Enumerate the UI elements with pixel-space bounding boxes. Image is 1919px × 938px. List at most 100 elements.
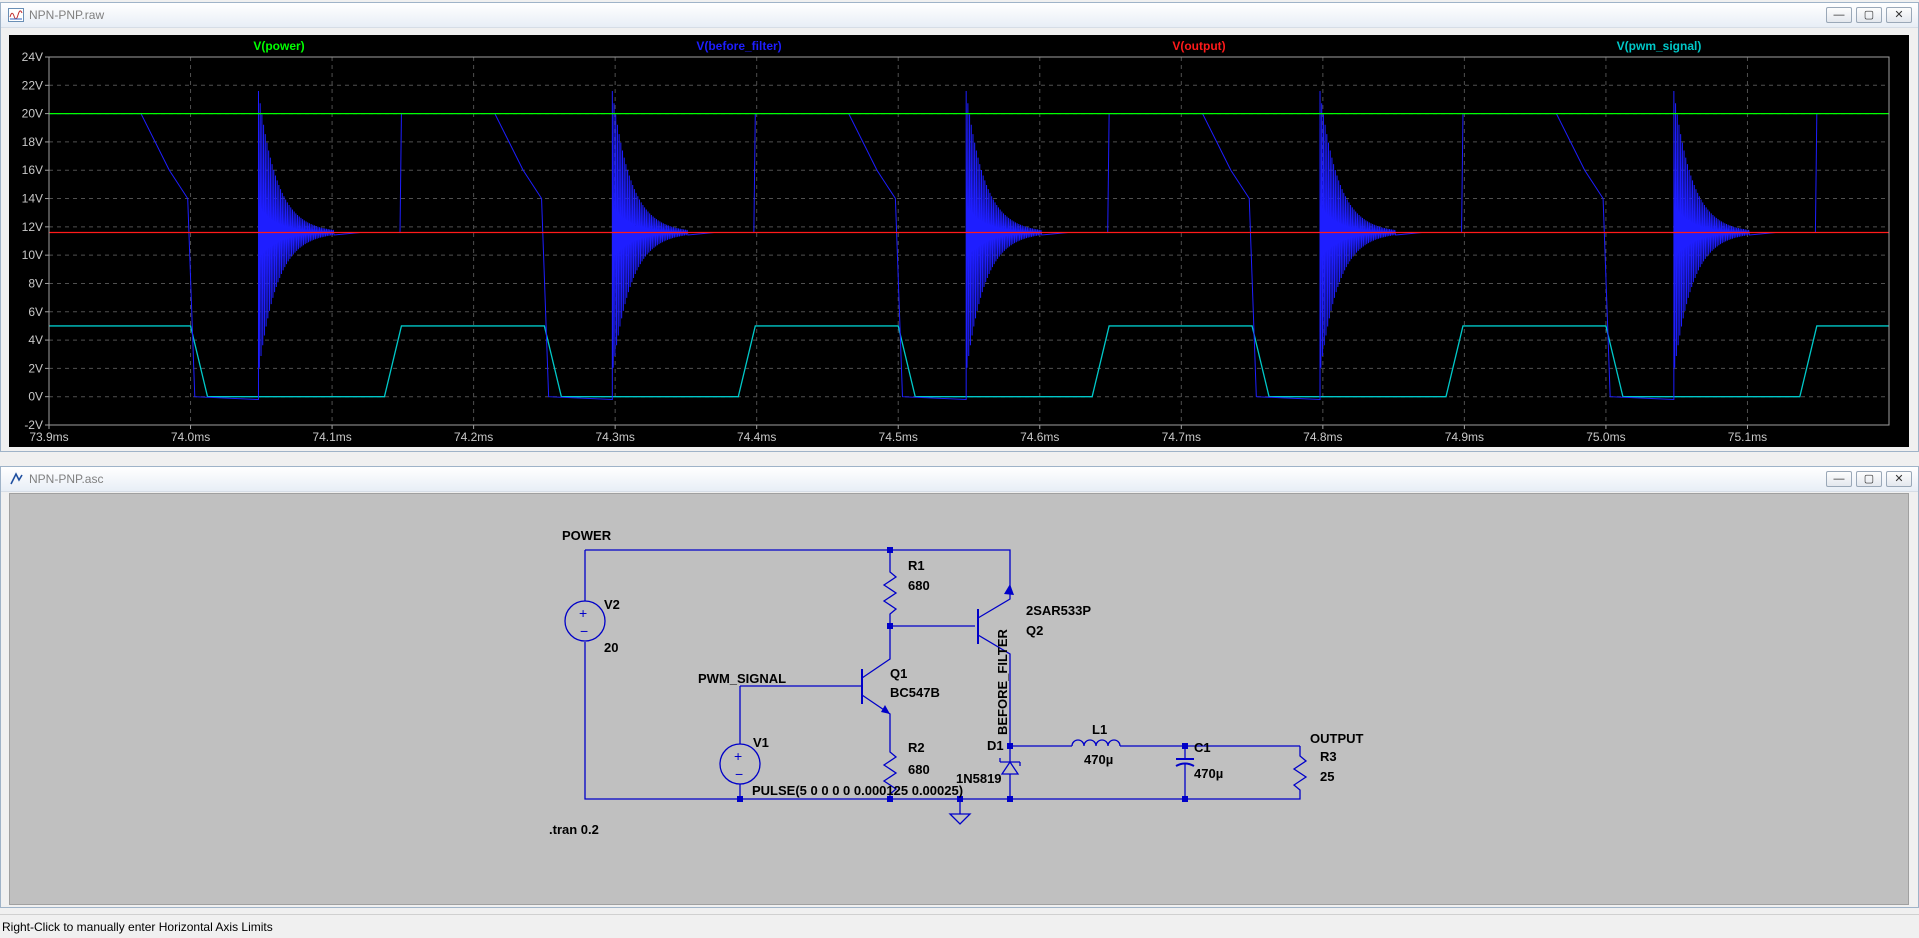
r3-value: 25 [1320,769,1334,784]
minimize-icon: — [1833,473,1845,485]
net-label-power: POWER [562,528,612,543]
legend-entry[interactable]: V(pwm_signal) [1617,39,1702,53]
plus-icon: + [579,605,587,621]
r2-name: R2 [908,740,925,755]
net-label-before-filter: BEFORE_FILTER [995,628,1010,735]
maximize-button[interactable]: ▢ [1856,7,1882,23]
schematic-canvas[interactable]: + − + − POWER PWM_SIGNAL OUTPUT [9,493,1909,905]
x-tick-label: 74.5ms [879,430,918,444]
q2-emitter-lead [977,584,1011,619]
q1-emitter-lead [861,694,891,739]
junction-dot [1182,743,1188,749]
y-tick-label: 16V [22,163,43,177]
l1-name: L1 [1092,722,1107,737]
waveform-chart[interactable]: -2V0V2V4V6V8V10V12V14V16V18V20V22V24V73.… [9,35,1909,447]
tran-directive[interactable]: .tran 0.2 [549,822,599,837]
y-tick-label: 6V [28,305,43,319]
y-tick-label: 24V [22,50,43,64]
q1-emitter-arrow [881,705,890,714]
r1-name: R1 [908,558,925,573]
series-line-before-filter[interactable] [49,90,1818,401]
close-button[interactable]: ✕ [1886,7,1912,23]
junction-dot [1182,796,1188,802]
v1-name: V1 [753,735,769,750]
q1-name: Q1 [890,666,907,681]
ground-symbol [948,799,972,825]
x-tick-label: 74.7ms [1162,430,1201,444]
x-tick-label: 74.1ms [312,430,351,444]
q2-model: 2SAR533P [1026,603,1091,618]
x-tick-label: 74.3ms [595,430,634,444]
wire-r3-bottom[interactable] [1180,794,1301,800]
junction-dot [887,547,893,553]
y-tick-label: 20V [22,107,43,121]
diode-d1-cathode [999,758,1021,766]
l1-value: 470µ [1084,752,1113,767]
y-tick-label: 22V [22,78,43,92]
schematic-window[interactable]: NPN-PNP.asc — ▢ ✕ [0,466,1919,908]
junction-dot [1007,796,1013,802]
schematic-window-title: NPN-PNP.asc [29,472,104,486]
q2-collector-lead [977,634,1011,746]
x-tick-label: 74.6ms [1020,430,1059,444]
d1-name: D1 [987,738,1004,753]
minimize-icon: — [1833,9,1845,21]
minus-icon: − [735,766,743,782]
minimize-button[interactable]: — [1826,471,1852,487]
d1-model: 1N5819 [956,771,1002,786]
pulse-directive: PULSE(5 0 0 0 0 0.000125 0.00025) [752,783,963,798]
legend-entry[interactable]: V(power) [253,39,304,53]
junction-dot [1007,743,1013,749]
wire-q2-emitter[interactable] [890,549,1011,584]
circuit-schematic[interactable]: + − + − POWER PWM_SIGNAL OUTPUT [10,494,1908,904]
schematic-app-icon [10,472,23,485]
minimize-button[interactable]: — [1826,7,1852,23]
x-tick-label: 75.0ms [1586,430,1625,444]
wire-ground-rail[interactable] [584,642,1180,800]
maximize-button[interactable]: ▢ [1856,471,1882,487]
x-tick-label: 74.2ms [454,430,493,444]
junction-dot [957,796,963,802]
r3-name: R3 [1320,749,1337,764]
capacitor-c1-plate-bottom [1175,762,1195,767]
c1-value: 470µ [1194,766,1223,781]
maximize-icon: ▢ [1863,9,1875,21]
maximize-icon: ▢ [1863,473,1875,485]
x-tick-label: 74.8ms [1303,430,1342,444]
junction-dot [887,796,893,802]
resistor-r3[interactable] [1292,746,1308,794]
x-tick-label: 74.9ms [1445,430,1484,444]
legend-entry[interactable]: V(output) [1172,39,1225,53]
schematic-titlebar[interactable]: NPN-PNP.asc — ▢ ✕ [1,467,1918,492]
q1-collector-lead [861,654,891,679]
status-text: Right-Click to manually enter Horizontal… [2,920,273,934]
waveform-window-title: NPN-PNP.raw [29,8,105,22]
series-line-pwm-signal[interactable] [49,325,1889,398]
q2-name: Q2 [1026,623,1043,638]
inductor-l1[interactable] [1071,739,1121,747]
q2-emitter-arrow [1004,584,1014,595]
close-button[interactable]: ✕ [1886,471,1912,487]
x-tick-label: 74.4ms [737,430,776,444]
voltage-source-v1[interactable] [719,743,761,785]
waveform-titlebar[interactable]: NPN-PNP.raw — ▢ ✕ [1,3,1918,28]
voltage-source-v2[interactable] [564,600,606,642]
junction-dot [887,623,893,629]
x-tick-label: 74.0ms [171,430,210,444]
plot-frame [48,56,1890,426]
resistor-r1[interactable] [882,550,898,626]
c1-name: C1 [1194,740,1211,755]
y-tick-label: 0V [28,390,43,404]
resistor-r2[interactable] [882,739,898,799]
diode-d1[interactable] [1000,760,1020,775]
legend-entry[interactable]: V(before_filter) [696,39,781,53]
plus-icon: + [734,748,742,764]
x-tick-label: 75.1ms [1728,430,1767,444]
y-tick-label: 10V [22,248,43,262]
status-bar: Right-Click to manually enter Horizontal… [0,914,1919,938]
net-label-output: OUTPUT [1310,731,1364,746]
net-label-pwm-signal: PWM_SIGNAL [698,671,786,686]
y-tick-label: 8V [28,276,43,290]
